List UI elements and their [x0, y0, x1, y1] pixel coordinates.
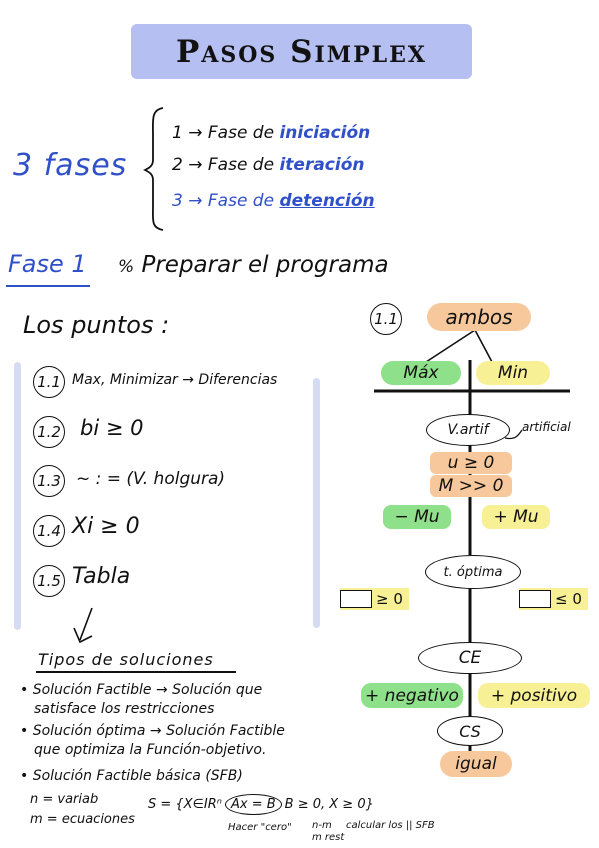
punto-text-3: ~ : = (V. holgura): [76, 469, 226, 489]
artificial-label: artificial: [522, 420, 571, 434]
formula-circle: Ax = B: [224, 794, 282, 815]
le0-box: ≤ 0: [519, 588, 588, 610]
page-title: Pasos Simplex: [176, 33, 427, 70]
le0-text: ≤ 0: [555, 590, 582, 608]
fase-item-1: 1 → Fase de iniciación: [172, 123, 371, 143]
punto-num-2: 1.2: [33, 416, 65, 448]
punto-text-4: Xi ≥ 0: [72, 514, 140, 539]
cs-node: CS: [437, 716, 503, 746]
ambos-label: ambos: [427, 303, 531, 331]
ge0-text: ≥ 0: [376, 590, 403, 608]
title-box: Pasos Simplex: [131, 24, 472, 79]
m-gg-label: M >> 0: [430, 475, 512, 497]
max-label: Máx: [381, 361, 461, 385]
formula-rest: B ≥ 0, X ≥ 0}: [284, 797, 374, 812]
note-calcular: calcular los || SFB: [346, 820, 435, 831]
note-mrest: m rest: [312, 832, 345, 843]
negativo-label: + negativo: [361, 683, 463, 708]
min-label: Min: [476, 361, 550, 385]
fase-text-1: Fase de: [207, 123, 280, 143]
fase1-heading-text: Fase 1: [8, 250, 87, 278]
fase1-subtitle: % Preparar el programa: [118, 252, 389, 278]
punto-num-5: 1.5: [33, 565, 65, 597]
arrow-down-icon: [73, 607, 93, 644]
puntos-title: Los puntos :: [23, 311, 170, 339]
ge0-square: [340, 590, 372, 608]
fase-text-3: Fase de: [207, 191, 280, 211]
solucion-item-1: • Solución Factible → Solución que satis…: [20, 682, 263, 717]
left-bar: [14, 362, 21, 630]
fase1-separator: %: [118, 257, 135, 277]
step-circle: 1.1: [370, 303, 402, 335]
punto-text-1: Max, Minimizar → Diferencias: [72, 372, 278, 388]
solucion-1-line1: Solución Factible → Solución que: [32, 682, 263, 698]
punto-num-3: 1.3: [33, 465, 65, 497]
solucion-item-2: • Solución óptima → Solución Factible qu…: [20, 723, 285, 758]
fase-num-1: 1: [172, 123, 183, 143]
ce-node: CE: [418, 642, 522, 674]
note-hacer: Hacer "cero": [228, 822, 292, 833]
fase-item-3: 3 → Fase de detención: [172, 191, 375, 211]
fase-highlight-2: iteración: [279, 155, 365, 175]
fase1-subtitle-text: Preparar el programa: [141, 252, 389, 278]
fase-text-2: Fase de: [207, 155, 280, 175]
fase-num-2: 2: [172, 155, 183, 175]
soluciones-underline: [36, 671, 236, 673]
le0-square: [519, 590, 551, 608]
solucion-1-line2: satisface los restricciones: [34, 701, 215, 717]
punto-text-5: Tabla: [72, 564, 131, 589]
sfb-formula: S = {X∈IRⁿ Ax = B B ≥ 0, X ≥ 0}: [148, 794, 374, 815]
solucion-2-line2: que optimiza la Función-objetivo.: [34, 742, 267, 758]
solucion-3-line1: Solución Factible básica (SFB): [32, 768, 243, 784]
right-bar: [313, 378, 320, 628]
m-definition: m = ecuaciones: [30, 812, 135, 827]
soluciones-title: Tipos de soluciones: [38, 650, 214, 669]
solucion-2-line1: Solución óptima → Solución Factible: [32, 723, 285, 739]
toptima-node: t. óptima: [425, 555, 521, 589]
fase1-underline: [6, 285, 90, 287]
fase-item-2: 2 → Fase de iteración: [172, 155, 365, 175]
fase-highlight-1: iniciación: [279, 123, 371, 143]
note-nm: n-m: [312, 820, 332, 831]
positivo-label: + positivo: [478, 683, 590, 708]
fase1-heading: Fase 1: [8, 250, 87, 278]
fase-highlight-3: detención: [279, 191, 375, 211]
pos-mu-label: + Mu: [482, 505, 550, 529]
formula-set: S = {X∈IRⁿ: [148, 797, 222, 812]
solucion-item-3: • Solución Factible básica (SFB): [20, 768, 243, 784]
ge0-box: ≥ 0: [340, 588, 409, 610]
fase-num-3: 3: [172, 191, 183, 211]
u-ge-label: u ≥ 0: [430, 452, 512, 474]
neg-mu-label: − Mu: [383, 505, 451, 529]
punto-num-1: 1.1: [33, 366, 65, 398]
vartif-node: V.artif: [426, 414, 510, 446]
punto-text-2: bi ≥ 0: [80, 416, 144, 440]
punto-num-4: 1.4: [33, 515, 65, 547]
n-definition: n = variab: [30, 792, 99, 807]
fases-label: 3 fases: [13, 148, 128, 183]
brace-icon: [143, 107, 164, 231]
igual-label: igual: [440, 751, 512, 777]
